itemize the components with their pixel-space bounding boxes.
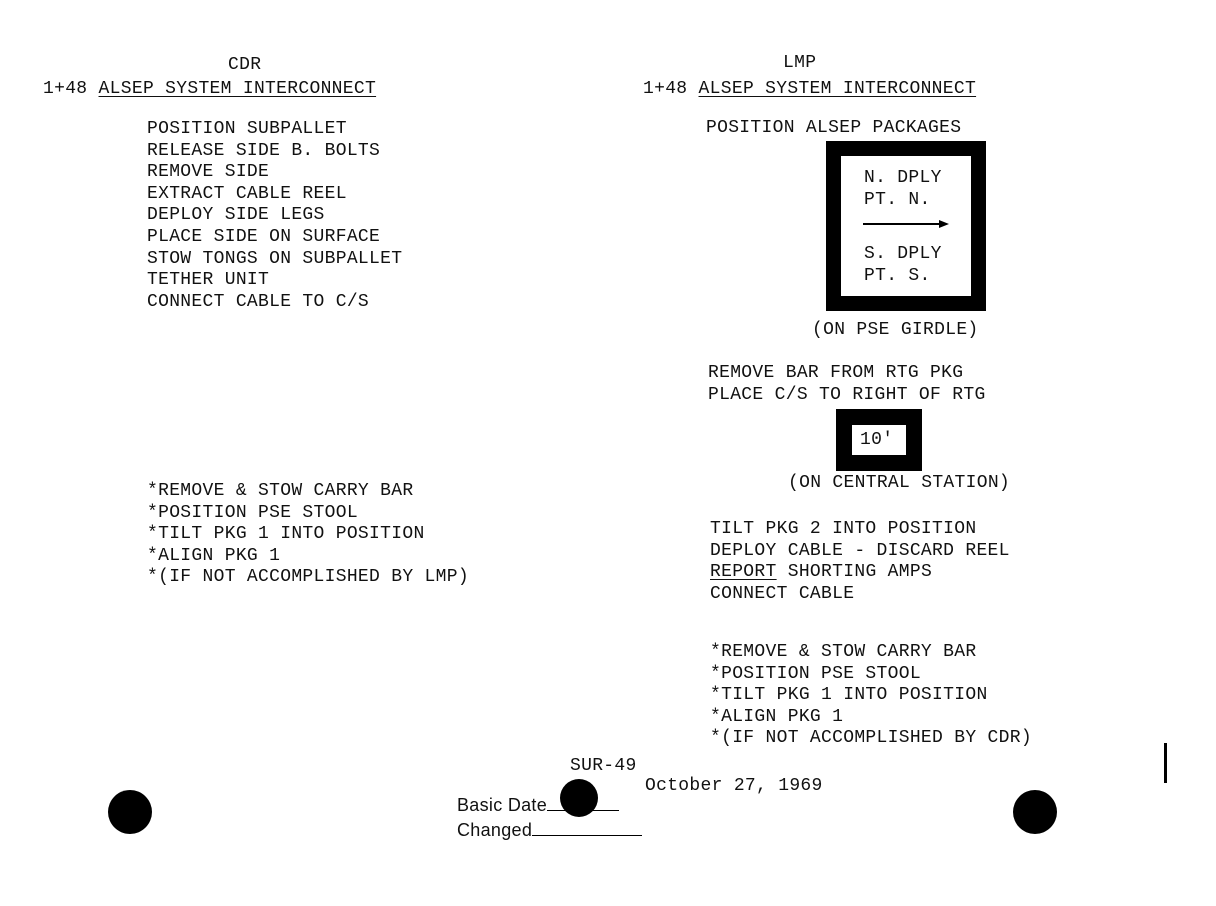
list-item: *REMOVE & STOW CARRY BAR [147,481,414,501]
distance-box: 10' [836,409,922,471]
cdr-section-header: 1+48 ALSEP SYSTEM INTERCONNECT [43,80,376,98]
binder-hole-icon [560,779,598,817]
list-item: *ALIGN PKG 1 [710,706,844,727]
distance-value: 10' [860,430,894,450]
distance-caption: (ON CENTRAL STATION) [788,473,1011,493]
cdr-steps: POSITION SUBPALLET RELEASE SIDE B. BOLTS… [147,120,402,314]
cdr-time: 1+48 [43,79,88,99]
cdr-heading: CDR [228,55,262,75]
box-line: N. DPLY [864,168,942,188]
binder-hole-icon [1013,790,1057,834]
list-item: *POSITION PSE STOOL [147,502,358,523]
list-item: *ALIGN PKG 1 [147,545,281,566]
cdr-optional-steps: *REMOVE & STOW CARRY BAR *POSITION PSE S… [147,482,469,590]
changed-rule [532,835,643,836]
list-item: DEPLOY CABLE - DISCARD REEL [710,540,1010,561]
box-line: PT. S. [864,266,931,286]
list-item: PLACE SIDE ON SURFACE [147,226,381,247]
arrow-right-icon [863,220,949,228]
box-line: PT. N. [864,190,931,210]
lmp-step-position: POSITION ALSEP PACKAGES [706,118,962,138]
list-item: DEPLOY SIDE LEGS [147,205,325,226]
lmp-steps-2: REMOVE BAR FROM RTG PKG PLACE C/S TO RIG… [708,364,986,407]
lmp-optional-steps: *REMOVE & STOW CARRY BAR *POSITION PSE S… [710,643,1032,751]
list-item: *POSITION PSE STOOL [710,663,921,684]
list-item: *TILT PKG 1 INTO POSITION [147,524,425,545]
list-item: REMOVE SIDE [147,162,270,183]
binder-hole-icon [108,790,152,834]
list-item: STOW TONGS ON SUBPALLET [147,248,403,269]
lmp-steps-3: TILT PKG 2 INTO POSITION DEPLOY CABLE - … [710,520,1010,606]
lmp-heading: LMP [783,53,817,73]
box-caption: (ON PSE GIRDLE) [812,320,979,340]
list-item: *TILT PKG 1 INTO POSITION [710,685,988,706]
list-item: *(IF NOT ACCOMPLISHED BY CDR) [710,728,1032,749]
list-item: CONNECT CABLE [710,583,855,604]
deploy-points-box: N. DPLY PT. N. S. DPLY PT. S. [826,141,986,311]
list-item: *REMOVE & STOW CARRY BAR [710,642,977,662]
list-item: CONNECT CABLE TO C/S [147,291,370,312]
change-bar [1164,743,1167,783]
list-item: *(IF NOT ACCOMPLISHED BY LMP) [147,567,469,588]
list-item: REPORT SHORTING AMPS [710,563,1010,585]
lmp-time: 1+48 [643,79,688,99]
list-item: TILT PKG 2 INTO POSITION [710,519,977,539]
changed-label-text: Changed [457,820,533,840]
list-item: POSITION SUBPALLET [147,119,347,139]
list-item: REMOVE BAR FROM RTG PKG [708,363,964,383]
basic-date: October 27, 1969 [645,776,823,796]
changed-label: Changed [457,820,643,840]
report-rest: SHORTING AMPS [776,562,933,583]
lmp-title: ALSEP SYSTEM INTERCONNECT [698,79,977,99]
report-word: REPORT [710,562,777,583]
cdr-title: ALSEP SYSTEM INTERCONNECT [98,79,377,99]
list-item: PLACE C/S TO RIGHT OF RTG [708,384,986,405]
box-line: S. DPLY [864,244,942,264]
lmp-section-header: 1+48 ALSEP SYSTEM INTERCONNECT [643,80,976,98]
list-item: EXTRACT CABLE REEL [147,183,347,204]
list-item: TETHER UNIT [147,270,270,291]
list-item: RELEASE SIDE B. BOLTS [147,140,381,161]
basic-date-label-text: Basic Date [457,795,548,815]
page-id: SUR-49 [570,756,637,776]
